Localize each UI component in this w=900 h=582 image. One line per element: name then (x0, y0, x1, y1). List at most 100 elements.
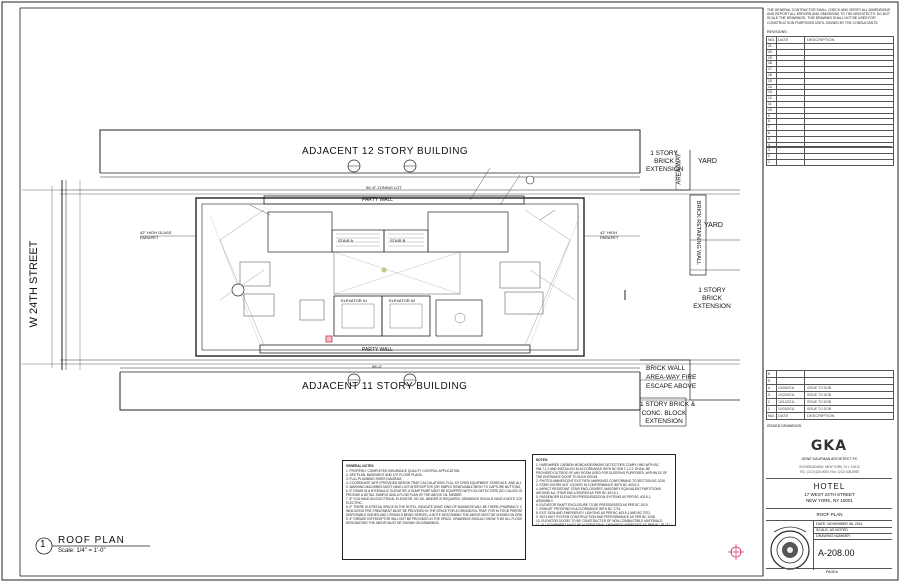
revision-description (805, 131, 893, 136)
project-address-1: 17 WEST 24TH STREET (804, 492, 855, 497)
revision-row: 2 (767, 154, 893, 160)
revision-row: 14 (767, 84, 893, 91)
firm-address-2: TEL: (212) 625-9000 FAX: (212) 625-8987 (799, 470, 860, 474)
revision-description (805, 79, 893, 84)
drawing-number-label: DRAWING NUMBER: (816, 534, 851, 538)
revisions-header: NO. DATE DESCRIPTION (767, 37, 893, 44)
note-line: 3. FULL PLUMBING RISER DIAGRAM. (346, 477, 403, 481)
note-line: 8. IF THERE IS A RETAIL SPACE IN THE HOT… (346, 505, 522, 509)
note-line: PROVIDE A DETAIL SAMPLE AND A FLOW PLAN … (346, 493, 463, 497)
general-notes-list: 1. PROPERLY COMPLETED INSURANCE QUALITY … (346, 469, 522, 525)
issued-desc: ISSUE TO DOB (807, 400, 831, 404)
note-line: ELECTRIC. (346, 501, 363, 505)
firm-logo: GKA (810, 438, 848, 454)
issue-date: DATE: NOVEMBER 08, 2011 (816, 522, 863, 526)
revision-row: 19 (767, 55, 893, 62)
note-line: DESIGNATING THE ABOVE MUST BE SHOWN ON D… (346, 521, 440, 525)
revision-date (777, 101, 805, 107)
issued-date (777, 378, 805, 384)
revision-row: 11 (767, 101, 893, 108)
extension-bottom-label: 1 STORY BRICK & CONC. BLOCK EXTENSION (640, 401, 695, 427)
dimension-bottom: 98'-0" (372, 364, 383, 369)
revision-date (777, 44, 805, 49)
note-line: 2. SEE PLAN, BASEMENT AND 1ST FLOOR PLAN… (346, 473, 423, 477)
issued-no: 4 (767, 385, 777, 391)
revision-date (777, 96, 805, 101)
note-line: THE ENTRANCE DOOR TO SUCH ROOM. (536, 475, 599, 479)
extension-upper-label: 1 STORY BRICK EXTENSION (646, 150, 684, 174)
view-title: ROOF PLAN (58, 535, 125, 546)
revision-number: 9 (767, 113, 777, 119)
revision-date (777, 67, 805, 72)
elevator-2-label: ELEVATOR #2 (389, 298, 416, 303)
note-line: 908.7.1.2 AND INSTALLED IN ACCORDANCE WI… (536, 467, 651, 471)
party-wall-bottom-label: PARTY WALL (362, 347, 393, 353)
revision-row: 20 (767, 49, 893, 56)
revision-number: 1 (767, 159, 777, 165)
note-line: 6. IF DRAIN IN A HYDRAULIC ELEVATOR, A S… (346, 489, 522, 493)
revision-row: 15 (767, 78, 893, 85)
revision-row: 17 (767, 67, 893, 73)
info-divider (813, 520, 814, 570)
issued-date: 10/25/2011 (777, 385, 805, 391)
revision-number: 13 (767, 90, 777, 96)
revision-row: 18 (767, 61, 893, 68)
revision-description (805, 56, 893, 61)
revision-number: 18 (767, 61, 777, 67)
parapet-right-label: 42" HIGH PARAPET (600, 230, 619, 240)
note-line: 1. PROPERLY COMPLETED INSURANCE QUALITY … (346, 469, 461, 473)
revision-number: 3 (767, 148, 777, 154)
revision-date (777, 125, 805, 130)
revision-row: 12 (767, 96, 893, 102)
revision-description (805, 85, 893, 90)
revision-number: 7 (767, 125, 777, 130)
note-line: 7. IF YOU HAVE AN ELECTRICAL ELEVATOR, N… (346, 497, 522, 501)
view-number: 1 (40, 539, 46, 550)
revision-description (805, 90, 893, 95)
firm-address-1: 525 BROADWAY, NEW YORK, N.Y. 10012 (799, 465, 860, 469)
code-notes-title: NOTES: (536, 458, 549, 462)
elevator-1-label: ELEVATOR #1 (341, 298, 368, 303)
note-line: 5. WASHING MACHINES MUST HAVE LINT INTER… (346, 485, 522, 489)
revision-description (805, 137, 893, 142)
project-name: HOTEL (813, 482, 846, 491)
brick-retaining-label: BRICK RETAINING WALL (695, 200, 702, 266)
revision-number: 19 (767, 55, 777, 61)
extension-bottom-line-3: EXTENSION (645, 418, 683, 425)
note-line: 5. PASSENGER ELEVATOR PRESSURIZATION SYS… (536, 495, 652, 499)
note-line: 1. HARDWIRED CARBON MONOXIDE/SMOKE DETEC… (536, 463, 659, 467)
issued-date (777, 371, 805, 377)
extension-mid-line-1: 1 STORY (698, 287, 726, 294)
note-line: 6. ELEVATOR SHAFT ENCLOSURE TO BE PRESSU… (536, 503, 649, 507)
issued-desc: ISSUE TO DOB (807, 407, 831, 411)
revision-number: 15 (767, 78, 777, 84)
revision-number: 5 (767, 136, 777, 142)
issued-desc (805, 371, 893, 377)
revision-row: 5 (767, 136, 893, 143)
sheet-title-separator (766, 508, 892, 509)
revision-description (805, 102, 893, 107)
revision-date (777, 84, 805, 90)
revision-row: 1 (767, 159, 893, 166)
title-block-general-notes: THE GENERAL CONTRACTOR SHALL CHECK AND V… (767, 8, 891, 25)
revision-number: 10 (767, 107, 777, 113)
revision-row: 21 (767, 44, 893, 50)
issued-header: NO. DATE DESCRIPTION (767, 413, 893, 420)
issued-desc (805, 378, 893, 384)
revision-description (805, 61, 893, 66)
note-line: ASSEMBLY. (536, 499, 554, 503)
adjacent-building-top-label: ADJACENT 12 STORY BUILDING (302, 146, 469, 157)
issued-col-no: NO. (768, 413, 777, 419)
issued-no: 6 (767, 371, 777, 377)
note-line: 11. ALL EQUIPMENT MUST BE ALTERATIONAL D… (536, 523, 672, 526)
revision-row: 6 (767, 130, 893, 137)
note-line: 4. IMPACT RESISTANT STAIR ENCLOSURES, MA… (536, 487, 661, 491)
revision-description (805, 67, 893, 72)
brick-wall-label: BRICK WALL AREA-WAY FIRE ESCAPE ABOVE (646, 364, 696, 391)
revisions-col-date: DATE (777, 37, 805, 43)
